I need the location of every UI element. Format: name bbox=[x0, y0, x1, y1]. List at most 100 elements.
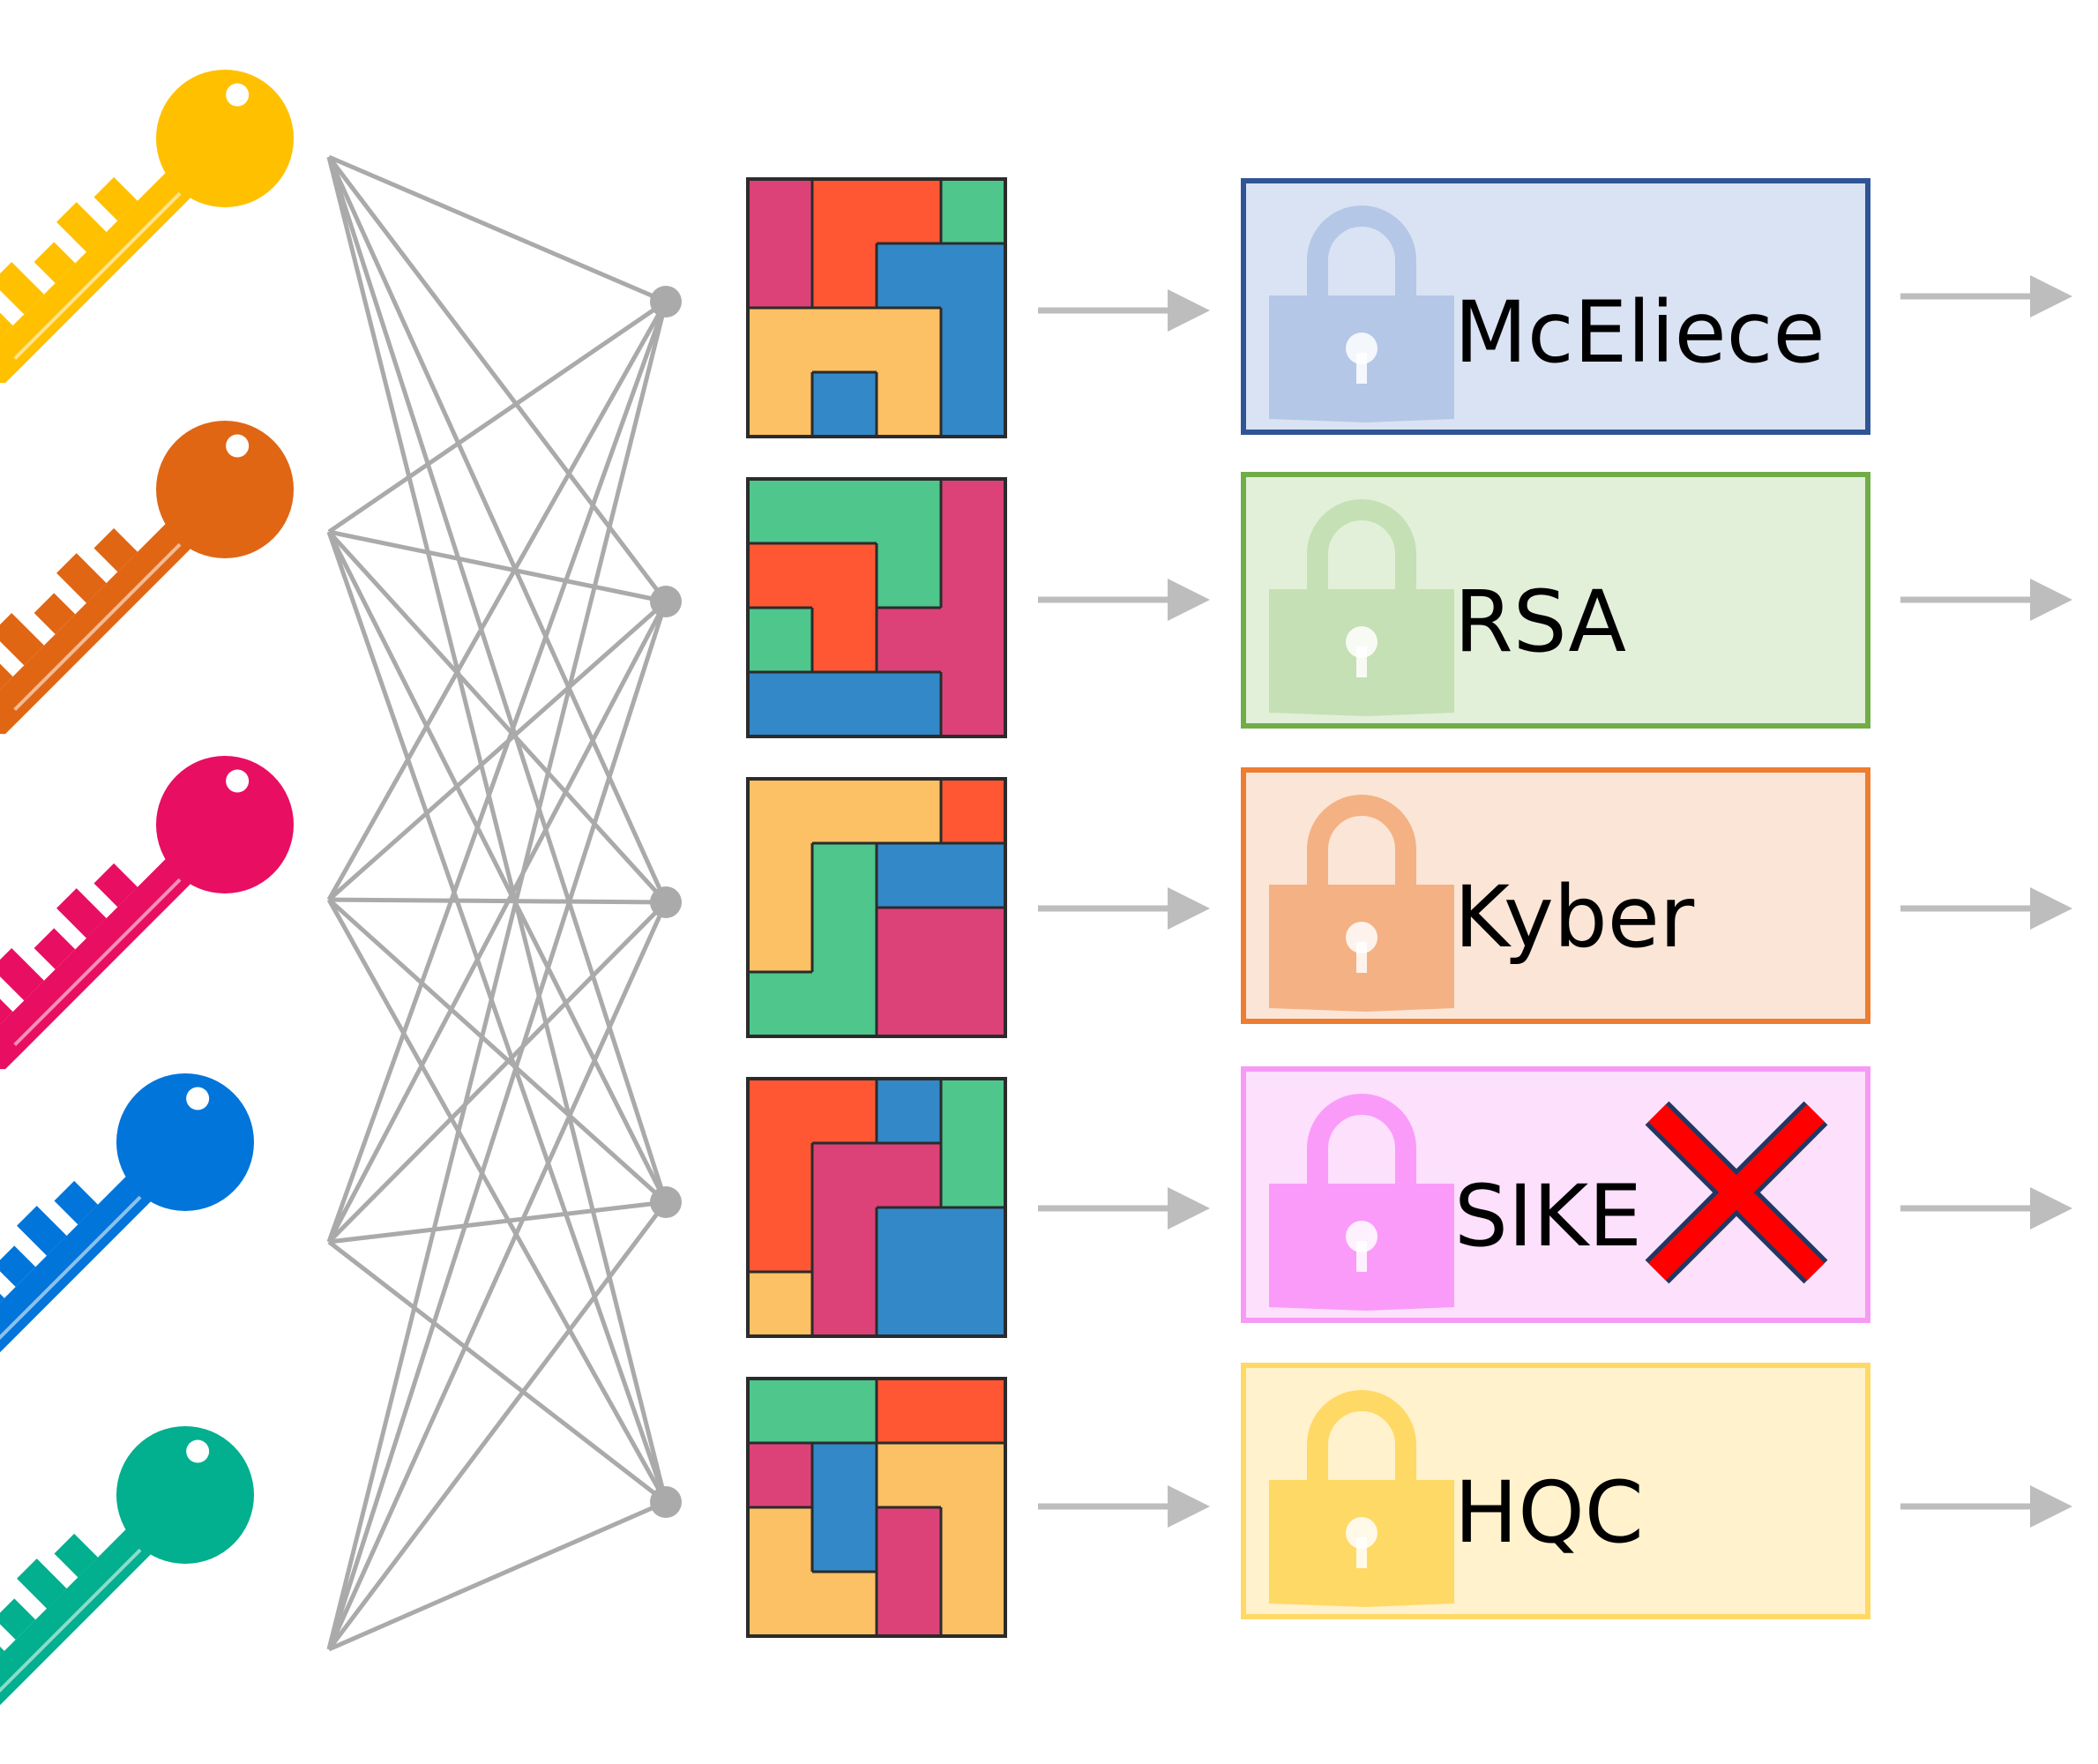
puzzle-cell bbox=[877, 308, 942, 373]
network-edge bbox=[327, 530, 668, 904]
puzzle-cell bbox=[877, 843, 942, 908]
key-column bbox=[0, 69, 294, 1730]
key-shaft bbox=[0, 516, 198, 725]
network-edge bbox=[328, 154, 667, 304]
puzzle-cell bbox=[812, 1079, 877, 1144]
puzzle-frame bbox=[746, 1077, 1007, 1338]
puzzle-cell bbox=[748, 1572, 813, 1637]
puzzle-cell bbox=[941, 243, 1006, 309]
lock-keyhole bbox=[1346, 333, 1378, 364]
network-edge bbox=[327, 600, 668, 901]
puzzle-cell bbox=[748, 1079, 813, 1144]
puzzle-cell bbox=[748, 1272, 813, 1337]
key-hole bbox=[186, 1087, 210, 1110]
arrow-head bbox=[1168, 1485, 1210, 1528]
puzzle-cell bbox=[812, 372, 877, 437]
puzzle-cell bbox=[877, 1507, 942, 1573]
puzzle-cell bbox=[812, 1207, 877, 1273]
key-icon bbox=[0, 421, 294, 735]
lock-keyhole bbox=[1346, 1221, 1378, 1252]
puzzle-cell bbox=[877, 1079, 942, 1144]
puzzle-cell bbox=[941, 972, 1006, 1037]
arrow-head bbox=[2030, 1187, 2072, 1230]
key-tooth bbox=[56, 888, 107, 938]
arrow-head bbox=[1168, 1187, 1210, 1230]
puzzle-cell bbox=[877, 543, 942, 609]
key-bow bbox=[116, 1426, 254, 1564]
puzzle-cell bbox=[877, 1379, 942, 1444]
network-edge bbox=[326, 300, 668, 901]
lock-icon bbox=[1269, 1390, 1454, 1607]
lock-keyhole bbox=[1346, 1517, 1378, 1549]
puzzle-cell bbox=[812, 479, 877, 544]
lock-shackle bbox=[1307, 499, 1416, 589]
key-shaft bbox=[0, 1521, 159, 1730]
puzzle-cell bbox=[748, 779, 813, 844]
arrow-icon bbox=[1038, 289, 1210, 332]
key-tooth bbox=[56, 202, 107, 252]
lock-keyhole-slot bbox=[1356, 647, 1367, 677]
network-edge bbox=[326, 601, 668, 1650]
key-icon bbox=[0, 69, 294, 384]
scheme-box: HQC bbox=[1241, 1363, 1870, 1619]
puzzle-cell bbox=[877, 179, 942, 244]
puzzle-frame bbox=[746, 777, 1007, 1038]
key-tooth bbox=[56, 553, 107, 603]
puzzle-cell bbox=[812, 972, 877, 1037]
puzzle-cell bbox=[748, 543, 813, 609]
puzzle-frame bbox=[746, 177, 1007, 438]
key-shaft bbox=[0, 165, 198, 374]
key-bow bbox=[156, 69, 294, 207]
puzzle-tile bbox=[746, 477, 1007, 738]
puzzle-cell bbox=[941, 1079, 1006, 1144]
network-edge bbox=[327, 1240, 668, 1504]
key-icon bbox=[0, 1073, 254, 1378]
key-tooth bbox=[34, 242, 76, 284]
puzzle-cell bbox=[941, 543, 1006, 609]
network-node bbox=[650, 1486, 682, 1518]
puzzle-cell bbox=[748, 1143, 813, 1208]
key-tip bbox=[0, 1033, 17, 1070]
network-node bbox=[650, 886, 682, 918]
key-tooth bbox=[0, 262, 44, 315]
puzzle-cell bbox=[877, 1572, 942, 1637]
lock-keyhole-slot bbox=[1356, 1241, 1367, 1272]
key-tooth bbox=[17, 1558, 67, 1609]
scheme-box: RSA bbox=[1241, 472, 1870, 729]
puzzle-cell bbox=[748, 1207, 813, 1273]
puzzle-tile bbox=[746, 1377, 1007, 1638]
puzzle-cell bbox=[877, 779, 942, 844]
network-edge bbox=[326, 531, 668, 1503]
arrow-icon bbox=[1038, 887, 1210, 930]
puzzle-cell bbox=[748, 372, 813, 437]
scheme-label: SIKE bbox=[1454, 1167, 1642, 1266]
puzzle-cell bbox=[941, 672, 1006, 737]
puzzle-cell bbox=[941, 908, 1006, 973]
key-tooth bbox=[0, 986, 13, 1032]
lock-icon bbox=[1269, 206, 1454, 422]
puzzle-cell bbox=[877, 672, 942, 737]
puzzle-cell bbox=[941, 1572, 1006, 1637]
puzzle-cell bbox=[812, 1572, 877, 1637]
scheme-label: Kyber bbox=[1454, 868, 1695, 967]
puzzle-cell bbox=[941, 308, 1006, 373]
puzzle-cell bbox=[748, 1379, 813, 1444]
key-tooth bbox=[0, 1598, 36, 1641]
puzzle-cell bbox=[812, 779, 877, 844]
arrow-icon bbox=[1038, 579, 1210, 621]
puzzle-cell bbox=[812, 243, 877, 309]
puzzle-tile bbox=[746, 1077, 1007, 1338]
puzzle-cell bbox=[877, 1272, 942, 1337]
connection-network bbox=[326, 154, 682, 1652]
scheme-column: McEliece RSA Kyber SIKE HQC bbox=[1241, 178, 1870, 1619]
scheme-box: Kyber bbox=[1241, 767, 1870, 1024]
puzzle-frame bbox=[746, 477, 1007, 738]
arrow-icon bbox=[1900, 275, 2072, 318]
puzzle-cell bbox=[748, 308, 813, 373]
puzzle-cell bbox=[877, 608, 942, 673]
lock-icon bbox=[1269, 499, 1454, 716]
key-tooth bbox=[54, 1180, 99, 1225]
scheme-box: SIKE bbox=[1241, 1066, 1870, 1323]
lock-keyhole-slot bbox=[1356, 942, 1367, 973]
